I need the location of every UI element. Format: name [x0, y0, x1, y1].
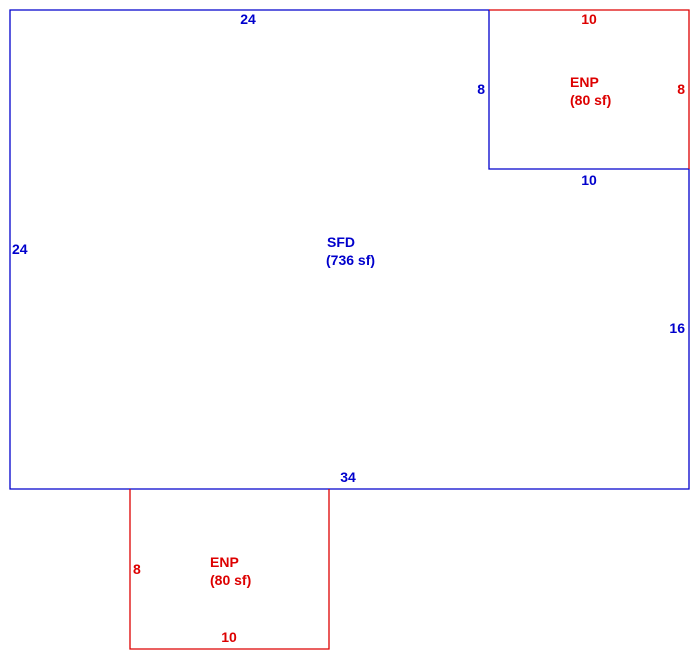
sfd-dim-bottom: 34 — [340, 469, 356, 485]
enp-top-name-label: ENP — [570, 74, 599, 90]
sfd-dim-notch-left: 8 — [477, 81, 485, 97]
sfd-area-label: (736 sf) — [326, 252, 375, 268]
enp-top-dim-right: 8 — [677, 81, 685, 97]
enp-bottom-area-label: (80 sf) — [210, 572, 251, 588]
sfd-dim-left: 24 — [12, 241, 28, 257]
enp-top-outline — [489, 9, 690, 169]
enp-bottom-name-label: ENP — [210, 554, 239, 570]
sfd-dim-top: 24 — [240, 11, 256, 27]
enp-top-dim-top: 10 — [581, 11, 597, 27]
sfd-dim-right: 16 — [669, 320, 685, 336]
enp-bottom-dim-left: 8 — [133, 561, 141, 577]
sfd-dim-notch-bottom: 10 — [581, 172, 597, 188]
enp-bottom-outline — [129, 489, 330, 650]
enp-top-area-label: (80 sf) — [570, 92, 611, 108]
sfd-name-label: SFD — [327, 234, 355, 250]
enp-bottom-dim-bottom: 10 — [221, 629, 237, 645]
